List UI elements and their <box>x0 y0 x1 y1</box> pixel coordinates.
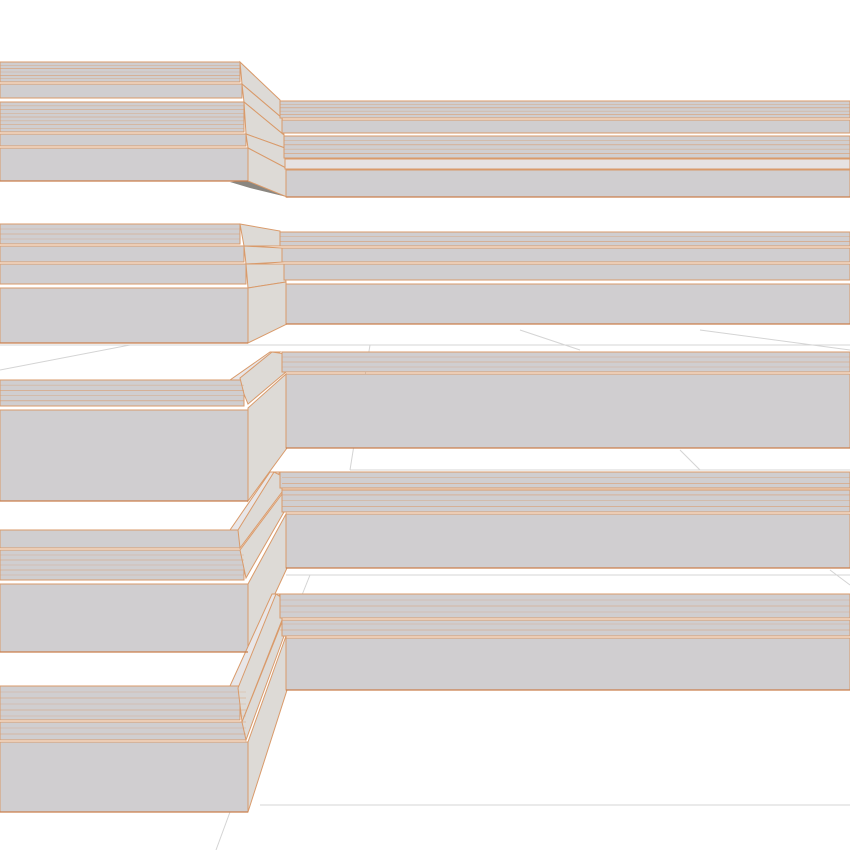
molding-front-face <box>283 135 850 159</box>
molding-front-face <box>281 119 850 134</box>
grid-line <box>699 329 850 351</box>
molding-front-face <box>283 263 850 281</box>
molding-top-face <box>0 351 282 381</box>
molding-front-face <box>279 100 850 119</box>
molding-front-face <box>285 373 850 449</box>
molding-front-face <box>0 379 245 407</box>
molding-front-face <box>0 409 249 502</box>
molding-front-face <box>285 283 850 325</box>
molding-front-face <box>281 619 850 637</box>
grid-line <box>829 569 850 586</box>
molding-front-face <box>281 489 850 513</box>
molding-front-face <box>0 287 249 344</box>
molding-corner-face <box>239 223 283 247</box>
molding-front-face <box>284 158 850 170</box>
molding-front-face <box>0 741 249 813</box>
molding-front-face <box>0 529 241 549</box>
molding-front-face <box>285 637 850 691</box>
molding-front-face <box>285 513 850 569</box>
molding-profile-2[interactable] <box>0 223 850 344</box>
molding-profile-4[interactable] <box>0 471 850 653</box>
molding-profile-1[interactable] <box>0 60 850 198</box>
molding-front-face <box>0 83 243 99</box>
molding-front-face <box>0 685 241 721</box>
molding-front-face <box>0 245 245 263</box>
grid-line <box>0 344 131 371</box>
molding-front-face <box>279 471 850 489</box>
grid-line <box>215 811 231 850</box>
molding-corner-face <box>243 245 285 265</box>
molding-front-face <box>281 247 850 263</box>
molding-detail-lines <box>0 65 850 813</box>
grid-line <box>519 329 581 351</box>
molding-front-face <box>279 231 850 247</box>
molding-front-face <box>0 583 249 653</box>
molding-front-face <box>0 133 247 147</box>
molding-shadow <box>230 180 287 197</box>
grid-line <box>679 449 701 471</box>
molding-front-face <box>0 147 249 182</box>
molding-front-face <box>285 169 850 198</box>
molding-front-face <box>0 263 247 285</box>
molding-front-face <box>0 721 247 741</box>
molding-corner-face <box>247 281 288 344</box>
